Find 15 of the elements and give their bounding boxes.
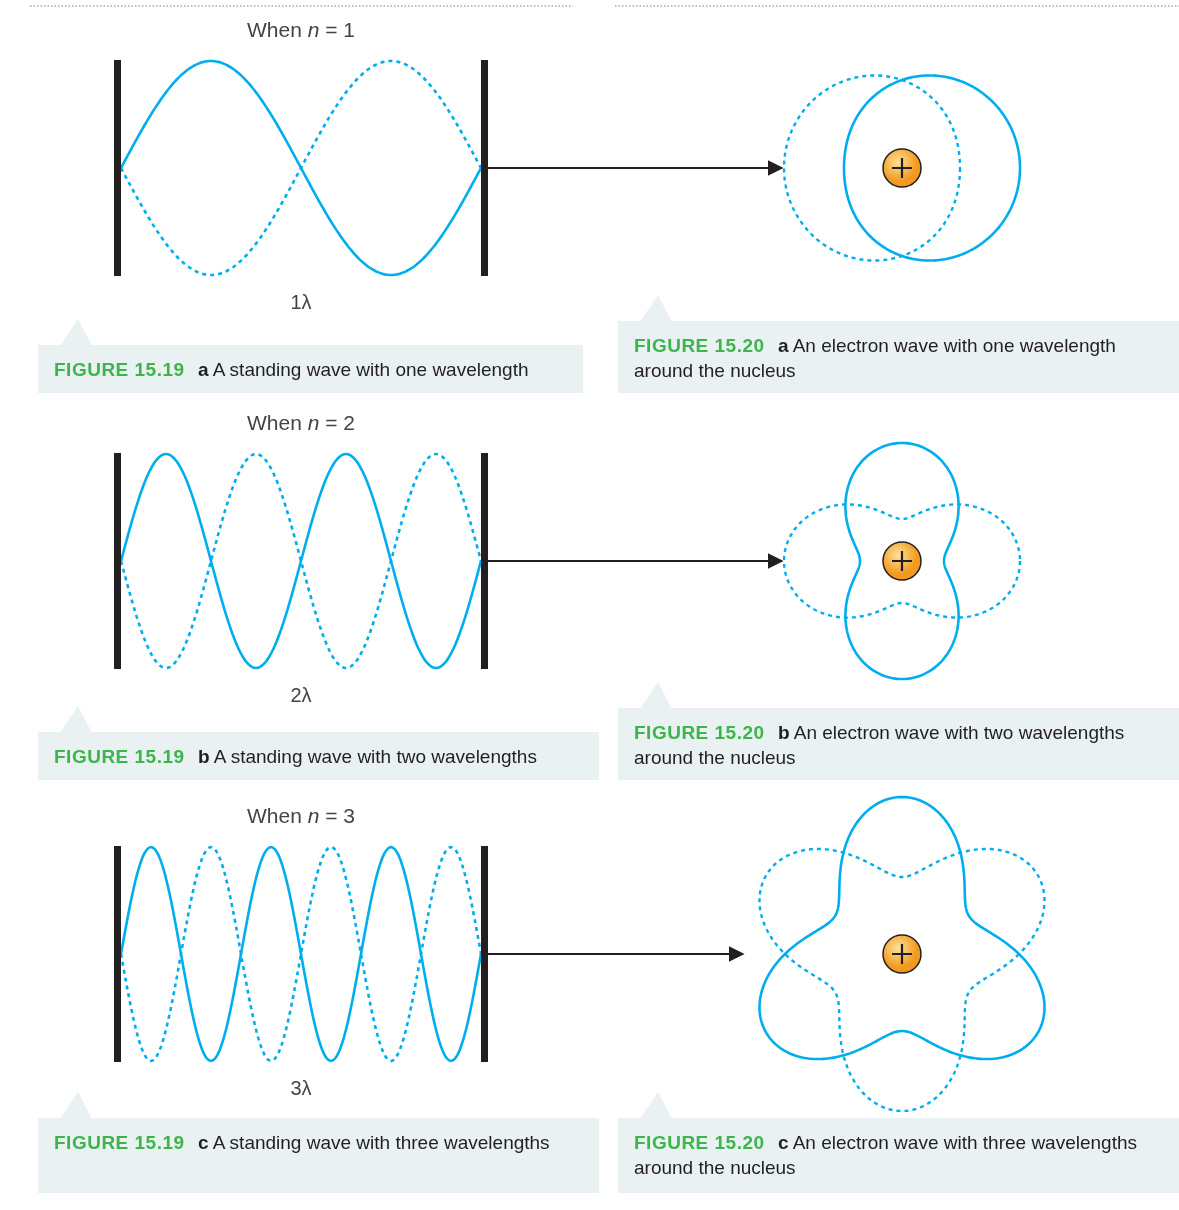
- figure-caption: FIGURE 15.20 b An electron wave with two wavelengths around the nucleus: [634, 721, 1126, 770]
- wavelength-label: 3λ: [289, 1077, 313, 1100]
- figure-caption: FIGURE 15.19 a A standing wave with one wavelength: [54, 358, 530, 382]
- wavelength-label: 2λ: [289, 684, 313, 707]
- wave-heading: When n = 1: [246, 18, 356, 42]
- arrow: [488, 946, 745, 962]
- figure-caption: FIGURE 15.20 c An electron wave with three wavelengths around the nucleus: [634, 1131, 1138, 1180]
- arrow: [488, 553, 784, 569]
- figure-caption: FIGURE 15.19 c A standing wave with three wavelengths: [54, 1131, 551, 1155]
- wave-heading: When n = 3: [246, 804, 356, 828]
- wave-heading: When n = 2: [246, 411, 356, 435]
- wavelength-label: 1λ: [289, 291, 313, 314]
- figure-caption: FIGURE 15.20 a An electron wave with one wavelength around the nucleus: [634, 334, 1117, 383]
- figure-caption: FIGURE 15.19 b A standing wave with two wavelengths: [54, 745, 538, 769]
- arrow: [488, 160, 784, 176]
